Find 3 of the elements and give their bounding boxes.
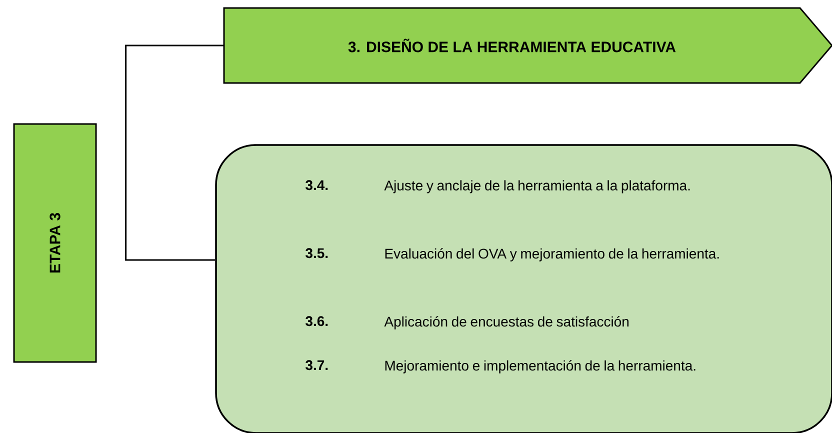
stage-box: ETAPA 3 [13, 123, 97, 363]
content-box: 3.4. Ajuste y anclaje de la herramienta a la plataforma. 3.5. Evaluación del OVA y mejoramiento de la herramienta. 3.6. Aplicación de encuestas de satisfacción 3.7. Mejoramiento e implementación de la herramienta. [215, 144, 832, 433]
connector-line [125, 44, 224, 261]
